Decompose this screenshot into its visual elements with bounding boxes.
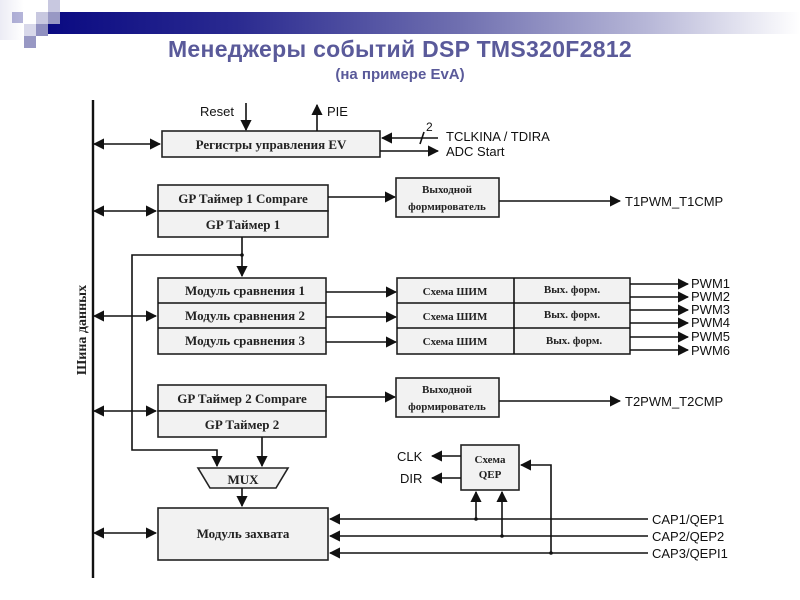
pwm2-label: PWM2 <box>691 289 730 304</box>
output-shaper2-block <box>395 377 500 418</box>
cap3-to-qep-arrow <box>519 459 552 553</box>
output-shaper2-label-line1: Выходной <box>422 384 473 396</box>
compare-unit3-label: Модуль сравнения 3 <box>185 333 305 348</box>
mux-label: MUX <box>227 472 259 487</box>
t1pwm-label: T1PWM_T1CMP <box>625 194 723 209</box>
header-gradient-band <box>48 12 800 34</box>
decor-square <box>48 12 60 24</box>
pwm-circuit1-label: Схема ШИМ <box>423 286 488 298</box>
qep-label-line1: Схема <box>475 454 506 466</box>
capture-module-label: Модуль захвата <box>197 526 290 541</box>
pwm4-label: PWM4 <box>691 315 730 330</box>
decor-square <box>48 0 60 12</box>
ev-control-registers-block <box>161 130 381 158</box>
cap1-label: CAP1/QEP1 <box>652 512 724 527</box>
cap2-label: CAP2/QEP2 <box>652 529 724 544</box>
pwm1-label: PWM1 <box>691 276 730 291</box>
decor-square <box>36 24 48 36</box>
bus-width-label: 2 <box>426 120 433 134</box>
pie-label: PIE <box>327 104 348 119</box>
compare-unit2-label: Модуль сравнения 2 <box>185 308 305 323</box>
timer1-to-mux-line <box>131 254 242 468</box>
pwm5-label: PWM5 <box>691 329 730 344</box>
output-shaper2-label-line2: формирователь <box>408 401 486 413</box>
dir-label: DIR <box>400 471 422 486</box>
reset-label: Reset <box>200 104 234 119</box>
capture-module-block <box>157 507 329 561</box>
gp-timer1-compare-block <box>157 184 329 212</box>
decor-square <box>0 0 24 40</box>
data-bus-label: Шина данных <box>75 285 90 375</box>
pwm-shaper3-label: Вых. форм. <box>546 335 602 347</box>
gp-timer2-compare-label: GP Таймер 2 Compare <box>177 391 307 406</box>
junction-dot <box>549 551 553 555</box>
junction-dot <box>474 517 478 521</box>
t2pwm-label: T2PWM_T2CMP <box>625 394 723 409</box>
gp-timer1-label: GP Таймер 1 <box>206 217 281 232</box>
pwm3-label: PWM3 <box>691 302 730 317</box>
cap3-label: CAP3/QEPI1 <box>652 546 728 561</box>
gp-timer1-block <box>157 210 329 238</box>
gp-timer1-compare-label: GP Таймер 1 Compare <box>178 191 308 206</box>
output-shaper1-block <box>395 177 500 218</box>
compare-units-block <box>157 277 327 355</box>
pwm-shaper1-label: Вых. форм. <box>544 284 600 296</box>
slide-title: Менеджеры событий DSP TMS320F2812 <box>167 36 633 62</box>
mux-block <box>196 467 290 489</box>
qep-circuit-block <box>460 444 520 491</box>
ev-control-registers-label: Регистры управления EV <box>196 137 347 152</box>
gp-timer2-label: GP Таймер 2 <box>205 417 280 432</box>
output-shaper1-label-line1: Выходной <box>422 184 473 196</box>
pwm-circuit2-label: Схема ШИМ <box>423 311 488 323</box>
tclkina-label: TCLKINA / TDIRA <box>446 129 550 144</box>
junction-dot <box>500 534 504 538</box>
pwm-circuit3-label: Схема ШИМ <box>423 336 488 348</box>
gp-timer2-block <box>157 410 327 438</box>
decor-square <box>24 24 36 36</box>
output-shaper1-label-line2: формирователь <box>408 201 486 213</box>
bus-width-slash <box>419 131 425 145</box>
decor-square <box>36 12 48 24</box>
decor-square <box>24 36 36 48</box>
adc-start-label: ADC Start <box>446 144 505 159</box>
pwm6-label: PWM6 <box>691 343 730 358</box>
slide-subtitle: (на примере EvA) <box>335 66 465 83</box>
pwm-shaper2-label: Вых. форм. <box>544 309 600 321</box>
qep-label-line2: QEP <box>479 469 502 481</box>
clk-label: CLK <box>397 449 423 464</box>
compare-unit1-label: Модуль сравнения 1 <box>185 283 305 298</box>
